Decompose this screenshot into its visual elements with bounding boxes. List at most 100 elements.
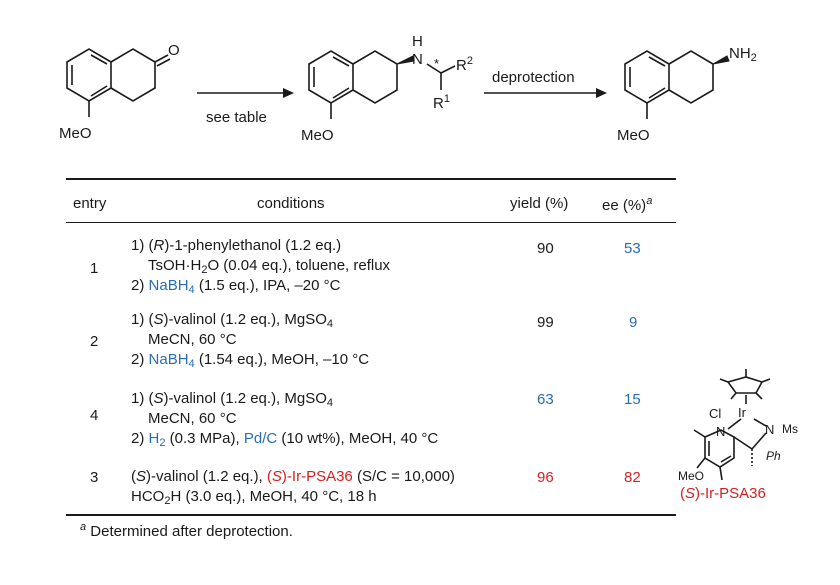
header-yield: yield (%) — [510, 195, 569, 212]
cond-italic: S — [153, 390, 164, 407]
cond-text: 2) — [131, 277, 149, 294]
row-condition-line-1: 1) (S)-valinol (1.2 eq.), MgSO4 — [131, 310, 333, 334]
table-footnote: a Determined after deprotection. — [80, 521, 293, 540]
catalyst-highlight-italic: S — [271, 468, 282, 485]
cond-text: (1.5 eq.), IPA, –20 °C — [194, 277, 341, 294]
catalyst-meo-label: MeO — [678, 469, 705, 483]
row-ee: 82 — [624, 469, 641, 486]
intermediate-h-label: H — [412, 33, 423, 50]
cond-subscript: 4 — [326, 397, 334, 409]
header-ee-text: ee (%) — [602, 197, 647, 214]
intermediate-r2-label: R2 — [456, 55, 473, 74]
row-condition-line-2: MeCN, 60 °C — [148, 410, 237, 427]
r1-text: R — [433, 95, 444, 112]
reagent-highlight: NaBH — [148, 277, 189, 294]
cond-text: 1) ( — [131, 311, 154, 328]
catalyst-highlight: Pd/C — [243, 430, 278, 447]
catalyst-name-label: (S)-Ir-PSA36 — [680, 485, 766, 502]
intermediate-n-label: N — [412, 51, 423, 68]
cond-text: HCO — [131, 488, 165, 505]
cond-text: (10 wt%), MeOH, 40 °C — [277, 430, 439, 447]
r2-text: R — [456, 57, 467, 74]
row-condition-line-3: 2) NaBH4 (1.54 eq.), MeOH, –10 °C — [131, 350, 369, 374]
reactant-methoxy-label: MeO — [59, 125, 92, 142]
row-entry: 2 — [90, 333, 99, 350]
row-entry: 1 — [90, 260, 99, 277]
catalyst-amide-n-label: N — [765, 422, 775, 437]
table-top-rule — [66, 178, 676, 180]
cond-text: H (3.0 eq.), MeOH, 40 °C, 18 h — [170, 488, 377, 505]
nh2-subscript: 2 — [750, 52, 757, 64]
catalyst-ms-label: Ms — [782, 422, 798, 436]
cond-text: )-valinol (1.2 eq.), MgSO — [163, 390, 327, 407]
catalyst-ph-label: Ph — [766, 449, 781, 463]
row-condition-line-3: 2) H2 (0.3 MPa), Pd/C (10 wt%), MeOH, 40… — [131, 429, 438, 453]
row-condition-line-2: TsOH·H2O (0.04 eq.), toluene, reflux — [148, 256, 390, 280]
arrow-2-label: deprotection — [492, 69, 575, 86]
cond-subscript: 4 — [326, 318, 334, 330]
row-condition-line-1: 1) (R)-1-phenylethanol (1.2 eq.) — [131, 236, 341, 255]
header-conditions: conditions — [257, 195, 325, 212]
footnote-mark: a — [80, 521, 87, 533]
reagent-subscript: 4 — [188, 358, 195, 370]
cond-italic: R — [153, 237, 165, 254]
cond-text: O (0.04 eq.), toluene, reflux — [207, 257, 391, 274]
cond-text: )-1-phenylethanol (1.2 eq.) — [164, 237, 342, 254]
row-ee: 9 — [629, 314, 638, 331]
row-yield: 99 — [537, 314, 554, 331]
reactant-structure — [66, 48, 171, 117]
catalyst-pyridine-n-label: N — [716, 424, 726, 439]
row-entry: 4 — [90, 407, 99, 424]
cond-subscript: 2 — [201, 264, 208, 276]
row-condition-line-1: (S)-valinol (1.2 eq.), (S)-Ir-PSA36 (S/C… — [131, 467, 455, 486]
cond-text: 2) — [131, 351, 149, 368]
r2-superscript: 2 — [466, 55, 473, 67]
row-entry: 3 — [90, 469, 99, 486]
row-condition-line-2: MeCN, 60 °C — [148, 331, 237, 348]
row-yield: 63 — [537, 391, 554, 408]
nh-text: NH — [729, 45, 751, 62]
intermediate-r1-label: R1 — [433, 93, 450, 112]
cond-text: )-valinol (1.2 eq.), MgSO — [163, 311, 327, 328]
catalyst-structure — [693, 369, 771, 481]
row-condition-line-3: 2) NaBH4 (1.5 eq.), IPA, –20 °C — [131, 276, 340, 300]
catalyst-name-italic: S — [685, 485, 696, 502]
cond-italic: S — [136, 468, 147, 485]
product-amine-label: NH2 — [729, 45, 757, 64]
catalyst-name-text: )-Ir-PSA36 — [695, 485, 766, 502]
stereocenter-mark: * — [434, 56, 440, 71]
cond-subscript: 2 — [164, 495, 171, 507]
row-condition-line-1: 1) (S)-valinol (1.2 eq.), MgSO4 — [131, 389, 333, 413]
reagent-subscript: 2 — [159, 437, 166, 449]
cond-text: 1) ( — [131, 390, 154, 407]
cond-text: ( — [131, 468, 136, 485]
cond-text: (S/C = 10,000) — [352, 468, 455, 485]
arrow-1-head — [283, 88, 294, 98]
catalyst-highlight: ( — [266, 468, 272, 485]
table-header-rule — [66, 222, 676, 223]
cond-text: (1.54 eq.), MeOH, –10 °C — [194, 351, 370, 368]
row-ee: 53 — [624, 240, 641, 257]
intermediate-structure — [308, 50, 456, 119]
catalyst-ir-label: Ir — [738, 405, 746, 420]
reactant-oxygen-label: O — [168, 42, 180, 59]
arrow-2-head — [596, 88, 607, 98]
reagent-subscript: 4 — [188, 284, 195, 296]
row-ee: 15 — [624, 391, 641, 408]
header-entry: entry — [73, 195, 107, 212]
cond-text: (0.3 MPa), — [165, 430, 244, 447]
reagent-highlight: H — [148, 430, 160, 447]
r1-superscript: 1 — [443, 93, 450, 105]
product-structure — [624, 50, 730, 119]
catalyst-name-text: ( — [680, 485, 685, 502]
catalyst-cl-label: Cl — [709, 406, 722, 421]
cond-italic: S — [153, 311, 164, 328]
intermediate-methoxy-label: MeO — [301, 127, 334, 144]
footnote-text: Determined after deprotection. — [86, 523, 293, 540]
cond-text: 1) ( — [131, 237, 154, 254]
row-condition-line-2: HCO2H (3.0 eq.), MeOH, 40 °C, 18 h — [131, 487, 377, 511]
cond-text: 2) — [131, 430, 149, 447]
row-yield: 90 — [537, 240, 554, 257]
cond-text: )-valinol (1.2 eq.), — [146, 468, 267, 485]
